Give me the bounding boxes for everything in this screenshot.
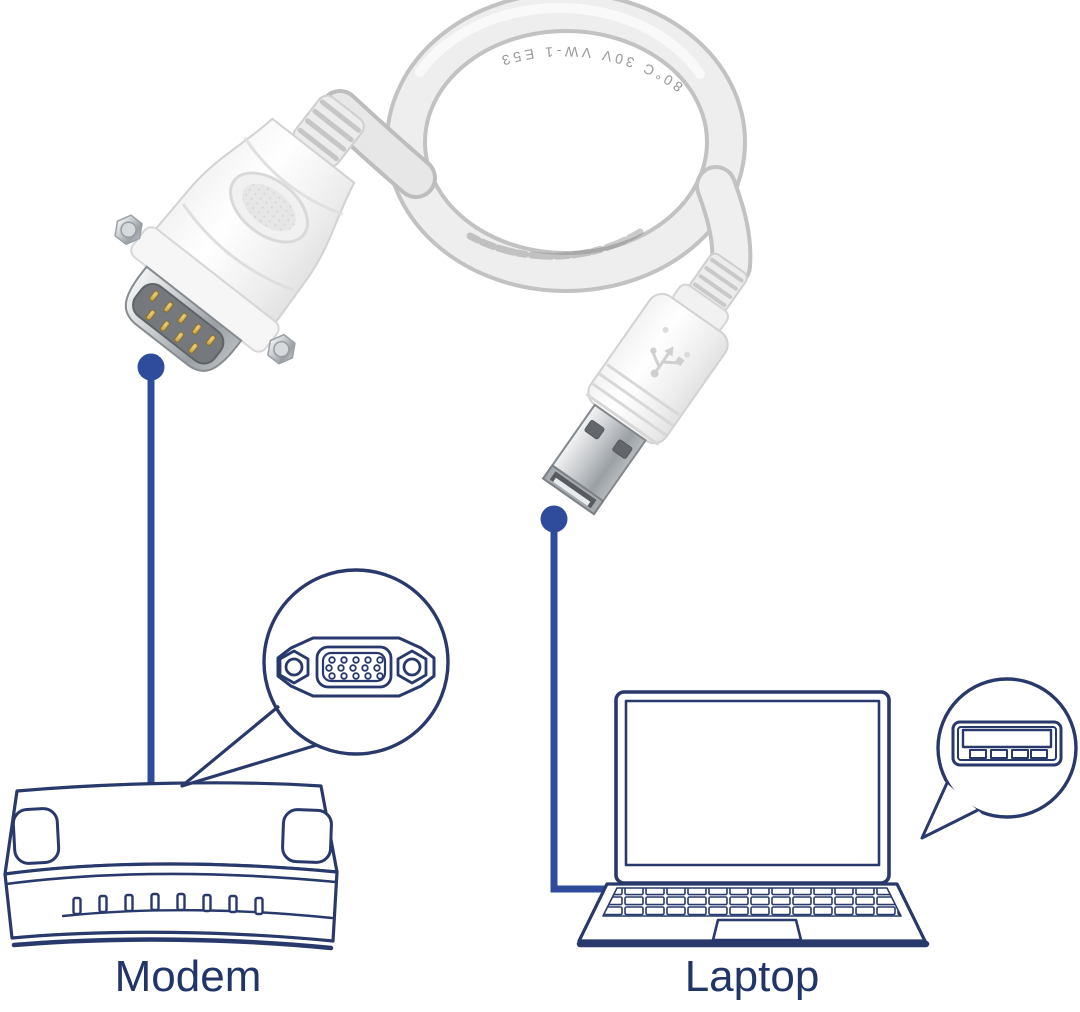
- serial-connection-line: [137, 353, 165, 792]
- cable-segment-to-usb: [695, 165, 753, 287]
- usb-port-contacts: [969, 749, 1048, 759]
- callout-tail: [180, 704, 318, 788]
- usb-port-icon: [951, 720, 1063, 767]
- laptop-keyboard: [602, 887, 902, 917]
- modem-right-tab: [281, 808, 333, 864]
- serial-port-callout: [180, 568, 450, 788]
- callout-tail: [920, 782, 979, 840]
- db9-serial-connector: [114, 94, 365, 372]
- port-pin-holes: [325, 656, 384, 680]
- cable-photo: 80°C 30V VW-1 E53: [319, 0, 753, 293]
- usb-trident-logo: [650, 346, 685, 378]
- modem-label: Modem: [114, 952, 262, 1001]
- usb-port-window: [961, 728, 1053, 749]
- serial-port-icon: [276, 636, 436, 698]
- laptop-illustration: [576, 690, 930, 948]
- modem-led-row: [72, 892, 264, 916]
- usb-connection-line: [540, 505, 610, 893]
- db9-pins: [145, 290, 216, 354]
- thumbscrew-right: [267, 333, 296, 365]
- modem-left-tab: [11, 807, 61, 865]
- laptop-screen: [624, 699, 881, 867]
- usb-port-callout: [920, 677, 1078, 840]
- modem-front-face: [3, 862, 339, 943]
- laptop-label: Laptop: [684, 952, 820, 1001]
- cable-loop: 80°C 30V VW-1 E53: [385, 0, 747, 293]
- modem-illustration: [3, 781, 339, 951]
- laptop-trackpad: [711, 918, 803, 942]
- serial-connection-point: [137, 353, 165, 381]
- cable-print-blur: [466, 228, 644, 260]
- thumbscrew-left: [114, 214, 143, 246]
- usb-a-connector: [541, 252, 748, 516]
- usb-connection-point: [540, 505, 568, 533]
